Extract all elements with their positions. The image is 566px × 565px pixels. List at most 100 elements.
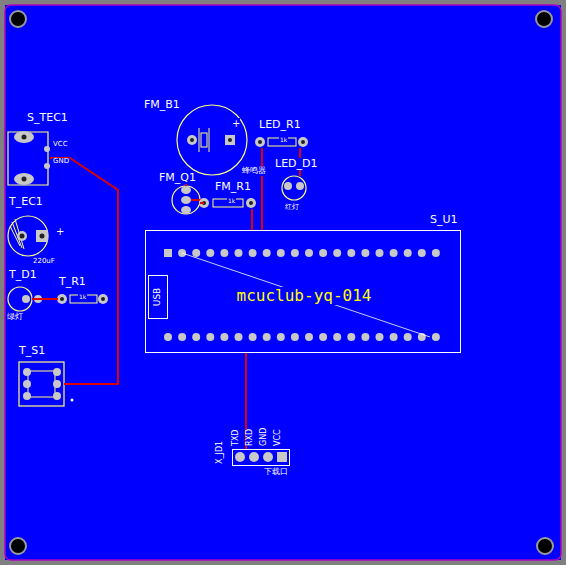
designator-label: USB <box>153 287 163 307</box>
copper-trace <box>50 158 118 384</box>
led-footprint <box>282 176 306 200</box>
capacitor-footprint <box>8 216 48 256</box>
pin-pad <box>206 333 214 341</box>
silk-text: mcuclub-yq-014 <box>236 287 373 305</box>
pin-pad <box>263 333 271 341</box>
component-footprint: FM_Q1 <box>172 186 200 216</box>
resistor-footprint <box>199 198 256 208</box>
pin-pad <box>347 333 355 341</box>
pin-pad <box>361 333 369 341</box>
pin-name: VCC <box>274 429 283 446</box>
pin-pad <box>277 249 285 257</box>
component-footprint: S_TEC1VCCGND <box>8 128 50 188</box>
pin-pad <box>164 249 172 257</box>
silk-text: 蜂鸣器 <box>241 167 267 176</box>
component-footprint: T_EC1220uF <box>8 216 48 256</box>
designator-label: T_EC1 <box>8 196 44 208</box>
designator-label: S_U1 <box>429 214 459 226</box>
pin-pad <box>235 249 243 257</box>
pin-name: TXD <box>232 429 241 446</box>
module-outline: S_U1mcuclub-yq-014USB <box>145 230 461 353</box>
ratsnest-line <box>182 253 430 337</box>
pin-pad <box>319 333 327 341</box>
component-footprint: T_D1绿灯 <box>8 287 32 311</box>
designator-label: T_S1 <box>18 345 46 357</box>
silk-text: 1k <box>227 198 236 205</box>
polarity-mark: + <box>56 226 64 237</box>
header-pads <box>235 452 287 462</box>
designator-label: T_D1 <box>8 269 38 281</box>
pin-pad <box>376 249 384 257</box>
pin-pad <box>220 249 228 257</box>
pin-pad <box>404 249 412 257</box>
component-footprint: LED_D1红灯 <box>282 176 306 200</box>
silk-text: 下载口 <box>263 468 289 477</box>
pin-name: RXD <box>246 429 255 446</box>
board-outline <box>5 5 561 560</box>
pin-pad <box>319 249 327 257</box>
designator-label: FM_B1 <box>143 99 181 111</box>
designator-label: T_R1 <box>58 276 87 288</box>
pin-pad <box>178 333 186 341</box>
pin-pad <box>347 249 355 257</box>
pin-pad <box>390 249 398 257</box>
socket-footprint <box>8 132 48 185</box>
mounting-holes <box>10 11 553 554</box>
designator-label: LED_D1 <box>274 158 319 170</box>
pin-pad <box>361 249 369 257</box>
designator-label: X_JD1 <box>216 440 225 465</box>
pin-pad <box>390 333 398 341</box>
copper-trace <box>261 148 263 230</box>
pads <box>14 131 50 185</box>
designator-label: S_TEC1 <box>26 112 69 124</box>
silk-text: 1k <box>78 294 87 301</box>
header-outline: X_JD1下载口 <box>232 449 290 466</box>
pin-pad <box>220 333 228 341</box>
component-footprint: T_R11k <box>58 293 108 305</box>
resistor-footprint <box>57 294 108 304</box>
silk-text: 红灯 <box>284 204 300 212</box>
pin-pad <box>192 333 200 341</box>
silk-text: 220uF <box>32 258 56 266</box>
pin-pad <box>305 333 313 341</box>
pin-name: GND <box>260 428 269 446</box>
transistor-footprint <box>172 186 204 214</box>
pin-pad <box>164 249 172 257</box>
pin-pad <box>192 249 200 257</box>
pin-pad <box>333 333 341 341</box>
pin-pad <box>404 333 412 341</box>
pin-pad <box>235 333 243 341</box>
pin-pad <box>263 249 271 257</box>
pin-pad <box>432 249 440 257</box>
copper-trace <box>251 209 253 230</box>
silk-text: GND <box>52 158 70 166</box>
pin-pad <box>249 333 257 341</box>
component-footprint: FM_B1蜂鸣器 <box>177 105 247 175</box>
component-footprint: LED_R11k <box>254 136 310 148</box>
pin-pad <box>376 333 384 341</box>
pin-pad <box>333 249 341 257</box>
pin-pad <box>418 249 426 257</box>
silk-text: 1k <box>279 137 288 144</box>
pin-pad <box>291 249 299 257</box>
component-footprint: FM_R11k <box>204 197 256 209</box>
resistor-footprint <box>255 137 308 147</box>
pin-pad <box>291 333 299 341</box>
designator-label: LED_R1 <box>258 119 302 131</box>
pin-pad <box>164 333 172 341</box>
silk-text: 绿灯 <box>6 313 24 322</box>
pin-pad <box>206 249 214 257</box>
designator-label: FM_Q1 <box>158 172 197 184</box>
buzzer-footprint <box>177 105 247 175</box>
copper-trace <box>32 298 58 300</box>
component-footprint: USB <box>148 275 168 319</box>
silk-text: VCC <box>52 141 69 149</box>
module-pins <box>164 249 440 341</box>
copper-pour <box>5 5 561 560</box>
copper-trace <box>200 202 204 204</box>
polarity-mark: + <box>232 118 240 129</box>
designator-label: FM_R1 <box>214 181 252 193</box>
pin-pad <box>249 249 257 257</box>
pin-pad <box>305 249 313 257</box>
